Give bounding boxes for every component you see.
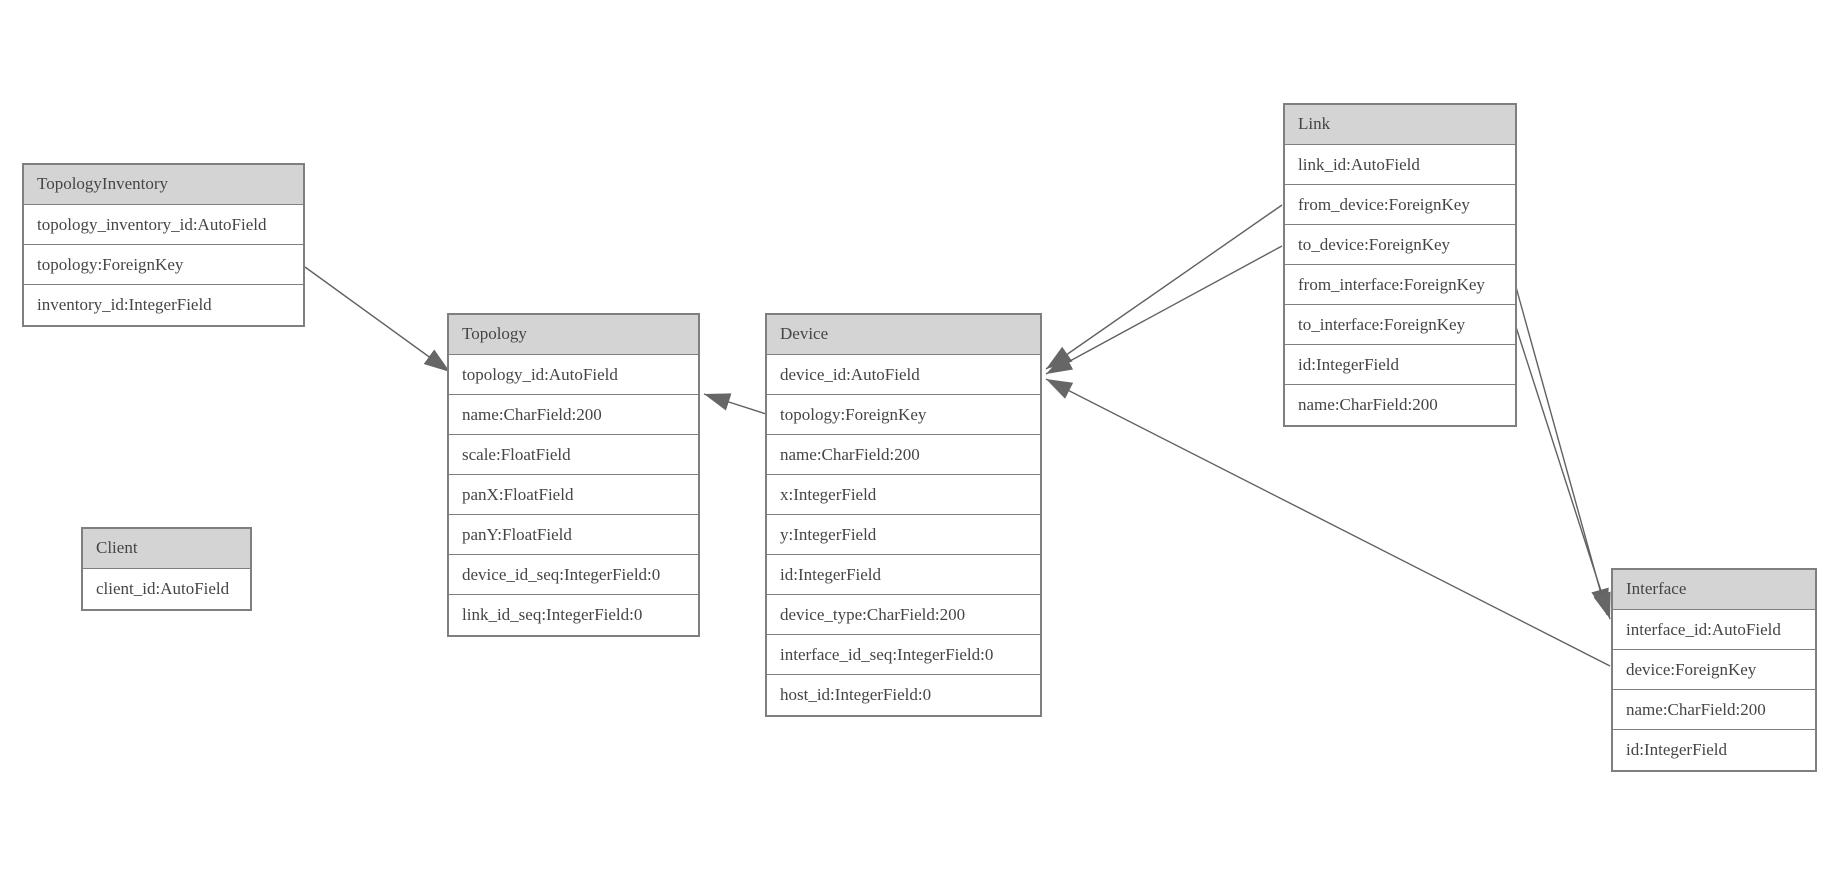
table-row-topology-panY: panY:FloatField xyxy=(449,515,698,555)
table-row-device-topology: topology:ForeignKey xyxy=(767,395,1040,435)
table-row-interface-interface_id: interface_id:AutoField xyxy=(1613,610,1815,650)
table-row-device-id: id:IntegerField xyxy=(767,555,1040,595)
edge-interface-device xyxy=(1045,378,1611,667)
table-row-interface-id: id:IntegerField xyxy=(1613,730,1815,770)
table-header-device: Device xyxy=(767,315,1040,355)
table-row-topologyinventory-topology: topology:ForeignKey xyxy=(24,245,303,285)
table-row-topologyinventory-inventory_id: inventory_id:IntegerField xyxy=(24,285,303,325)
table-row-client-client_id: client_id:AutoField xyxy=(83,569,250,609)
table-row-device-name: name:CharField:200 xyxy=(767,435,1040,475)
table-row-link-from_device: from_device:ForeignKey xyxy=(1285,185,1515,225)
table-header-interface: Interface xyxy=(1613,570,1815,610)
edge-link-to-device xyxy=(1045,245,1283,375)
table-row-device-interface_id_seq: interface_id_seq:IntegerField:0 xyxy=(767,635,1040,675)
table-row-topology-name: name:CharField:200 xyxy=(449,395,698,435)
table-header-client: Client xyxy=(83,529,250,569)
table-row-device-device_id: device_id:AutoField xyxy=(767,355,1040,395)
edge-device-topology xyxy=(703,393,767,415)
table-row-interface-name: name:CharField:200 xyxy=(1613,690,1815,730)
table-row-link-to_device: to_device:ForeignKey xyxy=(1285,225,1515,265)
table-row-device-host_id: host_id:IntegerField:0 xyxy=(767,675,1040,715)
edge-link-to-interface xyxy=(1515,326,1611,620)
table-header-link: Link xyxy=(1285,105,1515,145)
table-row-device-y: y:IntegerField xyxy=(767,515,1040,555)
table-header-topology: Topology xyxy=(449,315,698,355)
table-row-link-to_interface: to_interface:ForeignKey xyxy=(1285,305,1515,345)
table-row-topology-link_id_seq: link_id_seq:IntegerField:0 xyxy=(449,595,698,635)
table-row-link-name: name:CharField:200 xyxy=(1285,385,1515,425)
table-row-topology-scale: scale:FloatField xyxy=(449,435,698,475)
edge-topologyinventory-topology xyxy=(304,266,451,373)
table-row-topologyinventory-topology_inventory_id: topology_inventory_id:AutoField xyxy=(24,205,303,245)
table-header-topologyinventory: TopologyInventory xyxy=(24,165,303,205)
edge-link-from-device xyxy=(1045,204,1283,370)
table-row-interface-device: device:ForeignKey xyxy=(1613,650,1815,690)
table-row-link-link_id: link_id:AutoField xyxy=(1285,145,1515,185)
table-row-link-id: id:IntegerField xyxy=(1285,345,1515,385)
table-row-topology-device_id_seq: device_id_seq:IntegerField:0 xyxy=(449,555,698,595)
table-row-device-x: x:IntegerField xyxy=(767,475,1040,515)
table-row-link-from_interface: from_interface:ForeignKey xyxy=(1285,265,1515,305)
table-row-device-device_type: device_type:CharField:200 xyxy=(767,595,1040,635)
table-row-topology-panX: panX:FloatField xyxy=(449,475,698,515)
table-row-topology-topology_id: topology_id:AutoField xyxy=(449,355,698,395)
